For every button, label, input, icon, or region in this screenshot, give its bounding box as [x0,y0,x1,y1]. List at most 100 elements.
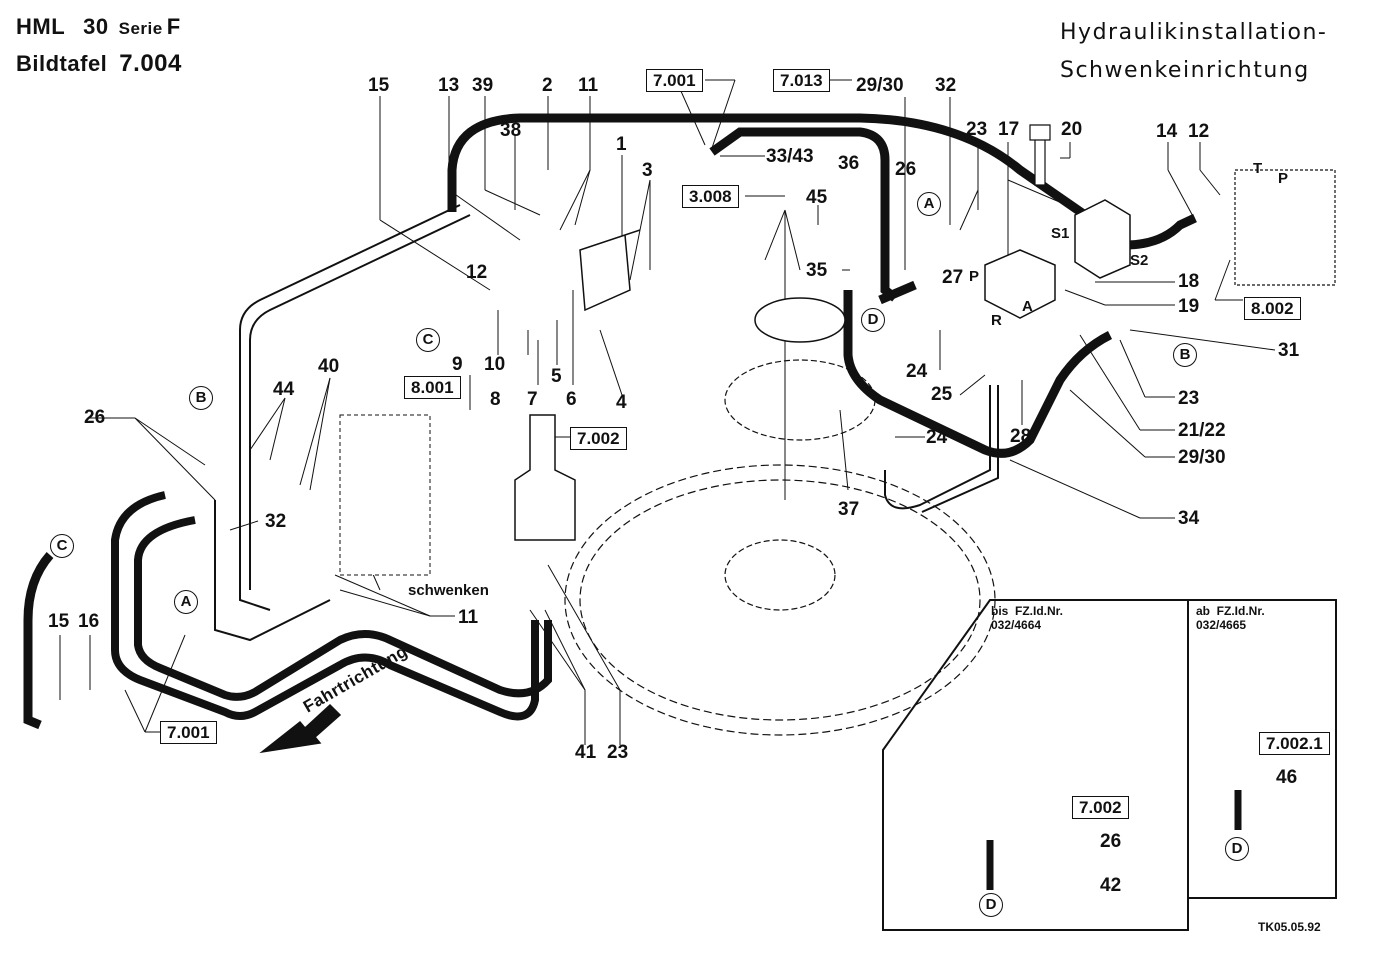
connection-marker-a: A [917,192,941,216]
part-label: 25 [931,384,953,405]
hose-twin-outer [111,491,539,721]
part-label: 5 [551,366,562,387]
tube-lower-left [214,500,331,642]
plate-number: 7.004 [119,50,182,77]
part-label: 6 [566,389,577,410]
control-valve-note: schwenken [408,582,489,599]
part-label: 39 [472,75,494,96]
inset-left-heading-line1: bis FZ.Id.Nr. [991,604,1064,618]
part-label: 38 [500,120,522,141]
part-label: 42 [1100,875,1122,896]
serie-label: Serie [118,19,163,38]
inset-right-heading-line2: 032/4665 [1196,618,1247,632]
part-label: 1 [616,134,627,155]
inset-right-heading-line1: ab FZ.Id.Nr. [1196,604,1265,618]
part-label: 16 [78,611,100,632]
valve-block-1 [579,229,641,312]
part-label: 35 [806,260,828,281]
part-label: 7 [527,389,538,410]
part-label: 12 [466,262,488,283]
part-label: 12 [1188,121,1210,142]
connection-marker-c: C [50,534,74,558]
part-label: 8 [490,389,501,410]
part-label: 27 [942,267,964,288]
hose-main-top [447,113,1088,219]
part-label: 2 [542,75,553,96]
part-label: 10 [484,354,506,375]
diagram-title-line2: Schwenkeinrichtung [1060,58,1310,83]
control-valve-8002 [1234,169,1336,286]
part-label: 14 [1156,121,1178,142]
part-label: 32 [935,75,957,96]
port-label-s2: S2 [1130,252,1149,269]
part-label: 26 [1100,831,1122,852]
model-number: 30 [83,14,109,39]
swivel-joint-top [754,297,846,343]
port-label-p: P [969,268,980,285]
part-label: 19 [1178,296,1200,317]
part-label: 44 [273,379,295,400]
hose-s2 [1124,213,1197,250]
connection-marker-a: A [174,590,198,614]
part-label: 4 [616,392,627,413]
hose-29-30 [843,290,1113,458]
part-label: 11 [578,75,599,96]
inset-left-frame [882,599,1189,931]
inset-right-heading: ab FZ.Id.Nr. 032/4665 [1196,604,1265,632]
reference-box-7002[interactable]: 7.002 [570,427,627,450]
port-label-a: A [1022,298,1033,315]
turntable-ring [579,479,981,721]
reference-box-7002-1[interactable]: 7.002.1 [1259,732,1330,755]
part-label: 9 [452,354,463,375]
port-label-t: T [1253,160,1263,177]
drawing-stamp: TK05.05.92 [1258,920,1321,934]
port-label-s1: S1 [1051,225,1070,242]
reference-box-8001[interactable]: 8.001 [404,376,461,399]
part-label: 20 [1061,119,1083,140]
part-label: 21/22 [1178,420,1226,441]
part-label: 17 [998,119,1020,140]
inset-left-heading-line2: 032/4664 [991,618,1042,632]
valve-block-par [984,249,1056,319]
part-label: 24 [906,361,928,382]
part-label: 46 [1276,767,1298,788]
joystick [514,414,576,541]
part-label: 33/43 [766,146,814,167]
part-label: 23 [607,742,629,763]
reference-box-3008[interactable]: 3.008 [682,185,739,208]
inset-right-frame [1187,599,1337,899]
hose-c [23,552,54,730]
tube-upper-left-2 [249,214,471,590]
part-label: 34 [1178,508,1200,529]
part-label: 13 [438,75,460,96]
part-label: 15 [368,75,390,96]
connection-marker-b: B [1173,343,1197,367]
part-label: 26 [895,159,917,180]
model-name: HML [16,14,66,39]
part-label: 11 [458,607,479,628]
port-label-r: R [991,312,1002,329]
reference-box-7001[interactable]: 7.001 [646,69,703,92]
connection-marker-b: B [189,386,213,410]
part-label: 3 [642,160,653,181]
part-label: 29/30 [1178,447,1226,468]
hose-33-43 [709,127,898,302]
distributor-block [1074,199,1131,279]
part-label: 36 [838,153,860,174]
serie-value: F [166,14,181,39]
inset-left-heading: bis FZ.Id.Nr. 032/4664 [991,604,1063,632]
tube-right-34 [884,385,991,510]
reference-box-7002[interactable]: 7.002 [1072,796,1129,819]
part-label: 28 [1010,426,1032,447]
reference-box-7001[interactable]: 7.001 [160,721,217,744]
part-label: 18 [1178,271,1200,292]
reference-box-8002[interactable]: 8.002 [1244,297,1301,320]
part-label: 26 [84,407,106,428]
part-label: 37 [838,499,860,520]
tube-upper-left [239,204,461,611]
part-label: 29/30 [856,75,904,96]
hose-twin-inner [134,516,552,701]
reference-box-7013[interactable]: 7.013 [773,69,830,92]
